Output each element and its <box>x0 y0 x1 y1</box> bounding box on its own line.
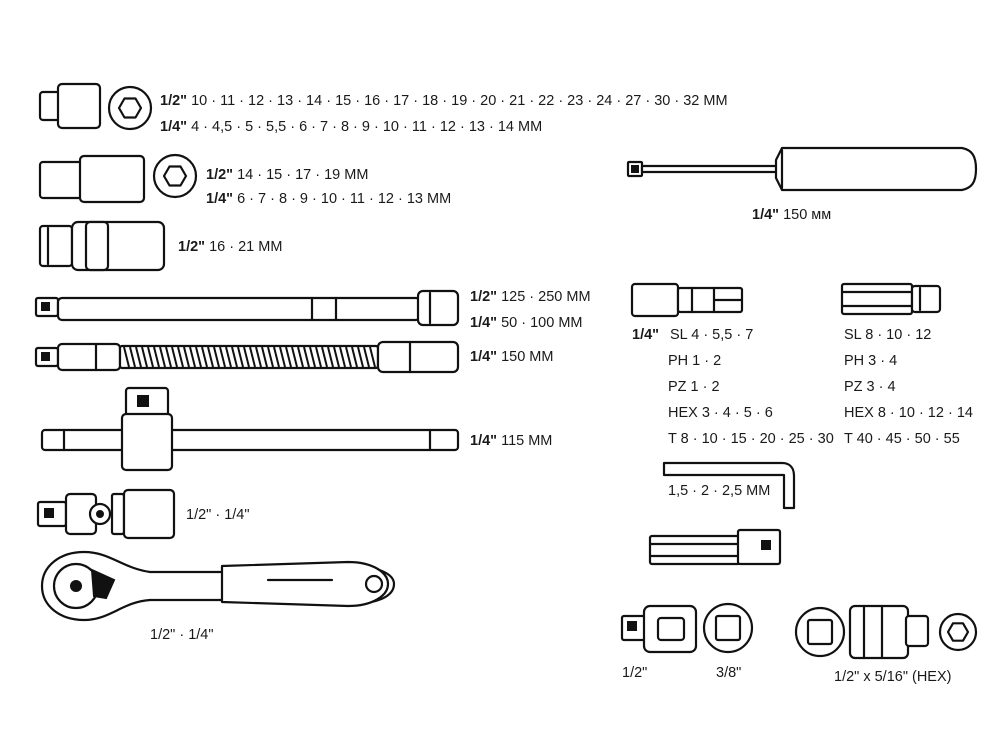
coil-stripe <box>201 346 208 368</box>
extension-quarter-label: 1/4" 50 · 100 MM <box>470 315 583 331</box>
coil-stripe <box>357 346 364 368</box>
coil-stripe <box>363 346 370 368</box>
flexible-extension-icon <box>34 340 460 374</box>
coil-stripe <box>153 346 160 368</box>
coil-stripe <box>129 346 136 368</box>
coil-stripe <box>207 346 214 368</box>
universal-joint-label: 1/2" · 1/4" <box>186 507 250 523</box>
adapter-half-icon <box>620 604 698 654</box>
flex-extension-label: 1/4" 150 MM <box>470 349 554 365</box>
bits-left-row-2: PH 1 · 2 <box>668 353 722 369</box>
hex-adapter-hex-face-icon <box>938 612 978 652</box>
universal-joint-icon <box>36 488 176 540</box>
coil-stripe <box>225 346 232 368</box>
short-socket-icon <box>38 82 102 130</box>
coil-stripe <box>147 346 154 368</box>
screwdriver-label: 1/4" 150 мм <box>752 207 832 223</box>
coil-stripe <box>171 346 178 368</box>
bit-adapter-right-icon <box>840 282 942 316</box>
deep-socket-icon <box>38 154 146 204</box>
coil-stripe <box>165 346 172 368</box>
coil-stripe <box>219 346 226 368</box>
deep-socket-hex-face-icon <box>152 153 198 199</box>
coil-stripe <box>249 346 256 368</box>
hex-adapter-body-icon <box>848 604 930 660</box>
ratchet-handle-icon <box>40 550 396 622</box>
hex-adapter-square-face-icon <box>794 606 846 658</box>
coil-stripe <box>285 346 292 368</box>
coil-stripe <box>333 346 340 368</box>
adapter-38-label: 3/8" <box>716 665 742 681</box>
bit-holder-adapter-icon <box>648 528 782 566</box>
bits-left-row-5: T 8 · 10 · 15 · 20 · 25 · 30 <box>668 431 834 447</box>
coil-stripe <box>273 346 280 368</box>
sockets-a-half-label: 1/2" 10 · 11 · 12 · 13 · 14 · 15 · 16 · … <box>160 93 728 109</box>
coil-stripe <box>351 346 358 368</box>
coil-stripe <box>141 346 148 368</box>
coil-stripe <box>315 346 322 368</box>
bits-right-row-4: HEX 8 · 10 · 12 · 14 <box>844 405 973 421</box>
bits-left-size: 1/4" <box>632 327 660 343</box>
socket-hex-face-icon <box>107 85 153 131</box>
adapter-square-face-icon <box>702 602 754 654</box>
coil-stripe <box>231 346 238 368</box>
coil-stripe <box>243 346 250 368</box>
bits-right-row-3: PZ 3 · 4 <box>844 379 896 395</box>
coil-stripe <box>135 346 142 368</box>
bit-screwdriver-icon <box>626 146 978 192</box>
sockets-b-quarter-label: 1/4" 6 · 7 · 8 · 9 · 10 · 11 · 12 · 13 M… <box>206 191 452 207</box>
bits-right-row-1: SL 8 · 10 · 12 <box>844 327 932 343</box>
coil-stripe <box>261 346 268 368</box>
ratchet-label: 1/2" · 1/4" <box>150 627 214 643</box>
bits-right-row-2: PH 3 · 4 <box>844 353 898 369</box>
hex-key-icon <box>662 461 796 510</box>
coil-stripe <box>339 346 346 368</box>
adapter-half-label: 1/2" <box>622 665 648 681</box>
coil-stripe <box>159 346 166 368</box>
coil-stripe <box>297 346 304 368</box>
sockets-a-quarter-label: 1/4" 4 · 4,5 · 5 · 5,5 · 6 · 7 · 8 · 9 ·… <box>160 119 543 135</box>
coil-stripe <box>327 346 334 368</box>
bits-left-row-3: PZ 1 · 2 <box>668 379 720 395</box>
t-bar-handle-icon <box>40 386 460 472</box>
coil-stripe <box>237 346 244 368</box>
extension-half-label: 1/2" 125 · 250 MM <box>470 289 591 305</box>
coil-stripe <box>267 346 274 368</box>
hex-adapter-label: 1/2" x 5/16" (HEX) <box>834 669 952 685</box>
coil-stripe <box>255 346 262 368</box>
coil-stripe <box>369 346 376 368</box>
coil-stripe <box>309 346 316 368</box>
coil-stripe <box>345 346 352 368</box>
t-bar-label: 1/4" 115 MM <box>470 433 553 449</box>
coil-stripe <box>291 346 298 368</box>
spark-socket-label: 1/2" 16 · 21 MM <box>178 239 283 255</box>
coil-stripe <box>303 346 310 368</box>
bits-left-row-4: HEX 3 · 4 · 5 · 6 <box>668 405 773 421</box>
coil-stripe <box>213 346 220 368</box>
coil-stripe <box>321 346 328 368</box>
coil-stripe <box>183 346 190 368</box>
coil-stripe <box>123 346 130 368</box>
sockets-b-half-label: 1/2" 14 · 15 · 17 · 19 MM <box>206 167 369 183</box>
bits-right-row-5: T 40 · 45 · 50 · 55 <box>844 431 960 447</box>
coil-stripe <box>195 346 202 368</box>
bits-left-row-1: SL 4 · 5,5 · 7 <box>670 327 754 343</box>
coil-stripe <box>279 346 286 368</box>
coil-stripe <box>177 346 184 368</box>
spark-plug-socket-icon <box>38 220 166 272</box>
extension-bar-icon <box>34 289 460 327</box>
bit-adapter-left-icon <box>630 282 744 318</box>
coil-stripe <box>189 346 196 368</box>
hex-keys-label: 1,5 · 2 · 2,5 MM <box>668 483 771 499</box>
